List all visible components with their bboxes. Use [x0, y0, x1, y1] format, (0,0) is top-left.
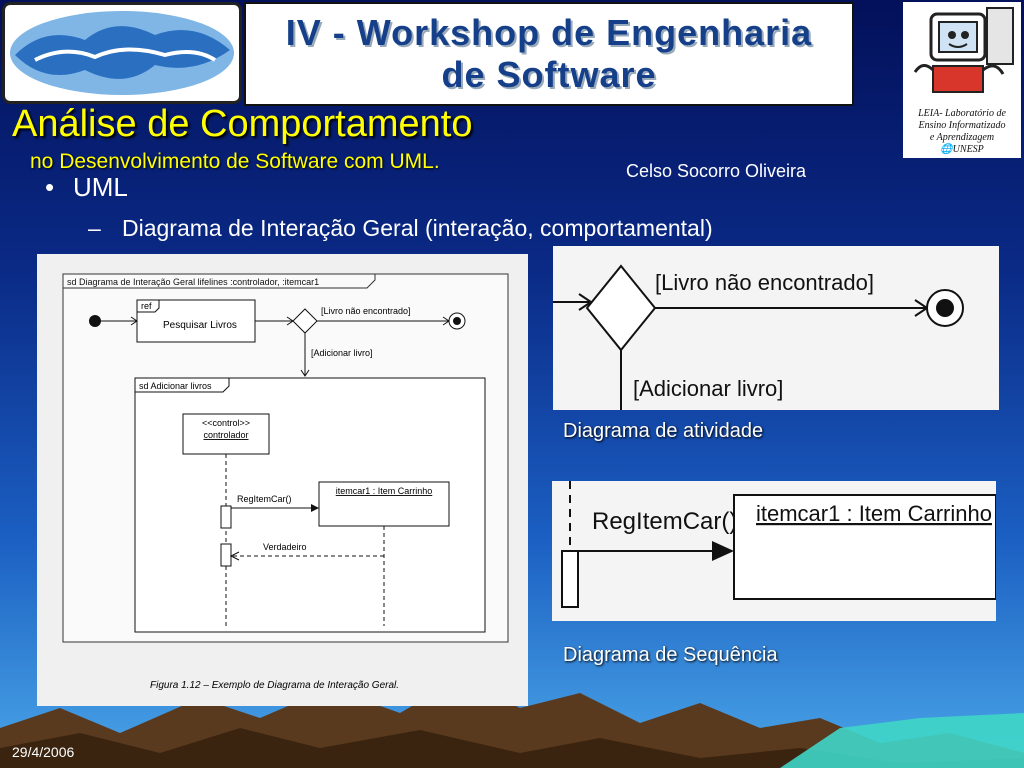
bullet-text: UML	[73, 172, 128, 202]
banner-line-1: IV - Workshop de Engenharia	[285, 12, 813, 53]
mountain-silhouette	[0, 678, 1024, 768]
message-label: RegItemCar()	[592, 508, 737, 535]
interaction-overview-diagram: sd Diagrama de Interação Geral lifelines…	[37, 254, 528, 706]
author-name: Celso Socorro Oliveira	[626, 161, 807, 181]
sequence-diagram-zoom: RegItemCar() itemcar1 : Item Carrinho	[552, 481, 996, 621]
activity-diagram-zoom: [Livro não encontrado] [Adicionar livro]	[553, 246, 999, 410]
ref-name: Pesquisar Livros	[163, 320, 237, 331]
sub-bullet-item: –Diagrama de Interação Geral (interação,…	[88, 214, 713, 242]
leia-caption-line: LEIA- Laboratório de	[918, 108, 1006, 119]
sub-bullet-text: Diagrama de Interação Geral (interação, …	[122, 215, 713, 241]
activation-bar	[220, 505, 232, 529]
activation-bar	[561, 550, 579, 608]
leia-caption-line: e Aprendizagem	[929, 132, 995, 143]
inner-frame-label: sd Adicionar livros	[139, 381, 212, 391]
leia-caption-line: Ensino Informatizado	[918, 120, 1006, 131]
workshop-logo	[2, 2, 242, 104]
sequence-caption: Diagrama de Sequência	[563, 644, 778, 666]
item-name: itemcar1 : Item Carrinho	[336, 486, 433, 496]
item-lifeline	[733, 494, 996, 600]
control-stereo: <<control>>	[202, 418, 250, 428]
computer-mascot-icon	[913, 7, 1014, 93]
leia-logo: LEIA- Laboratório de Ensino Informatizad…	[903, 2, 1021, 158]
initial-node	[89, 315, 101, 327]
globe-icon: 🌐	[940, 144, 953, 155]
guard-not-found: [Livro não encontrado]	[321, 306, 411, 316]
bullet-dot-icon: •	[45, 172, 55, 202]
leia-caption: LEIA- Laboratório de Ensino Informatizad…	[907, 108, 1017, 156]
guard-not-found: [Livro não encontrado]	[655, 270, 874, 295]
interaction-overview-svg: sd Diagrama de Interação Geral lifelines…	[37, 254, 528, 706]
slide-subtitle: no Desenvolvimento de Software com UML.	[30, 150, 440, 173]
control-name: controlador	[203, 430, 248, 440]
activity-caption: Diagrama de atividade	[563, 420, 764, 442]
reply-label: Verdadeiro	[263, 542, 307, 552]
activity-zoom-svg: [Livro não encontrado] [Adicionar livro]	[553, 246, 999, 410]
wave-logo-icon	[10, 11, 234, 95]
message-label: RegItemCar()	[237, 494, 292, 504]
ref-box	[136, 299, 256, 343]
frame-label: sd Diagrama de Interação Geral lifelines…	[67, 277, 319, 287]
banner-line-2: de Software	[441, 54, 657, 95]
guard-add: [Adicionar livro]	[633, 376, 783, 401]
item-name: itemcar1 : Item Carrinho	[756, 501, 992, 526]
slide-title: Análise de Comportamento	[12, 103, 473, 145]
dash-icon: –	[88, 215, 101, 241]
workshop-banner: IV - Workshop de Engenharia de Software	[244, 2, 854, 106]
figure-caption: Figura 1.12 – Exemplo de Diagrama de Int…	[150, 680, 399, 691]
ref-label: ref	[141, 301, 152, 311]
leia-caption-line: UNESP	[952, 144, 984, 155]
guard-add: [Adicionar livro]	[311, 348, 373, 358]
slide-date: 29/4/2006	[12, 744, 75, 760]
bullet-item: • UML	[45, 172, 128, 202]
sequence-zoom-svg: RegItemCar() itemcar1 : Item Carrinho	[552, 481, 996, 621]
activation-bar	[220, 543, 232, 567]
